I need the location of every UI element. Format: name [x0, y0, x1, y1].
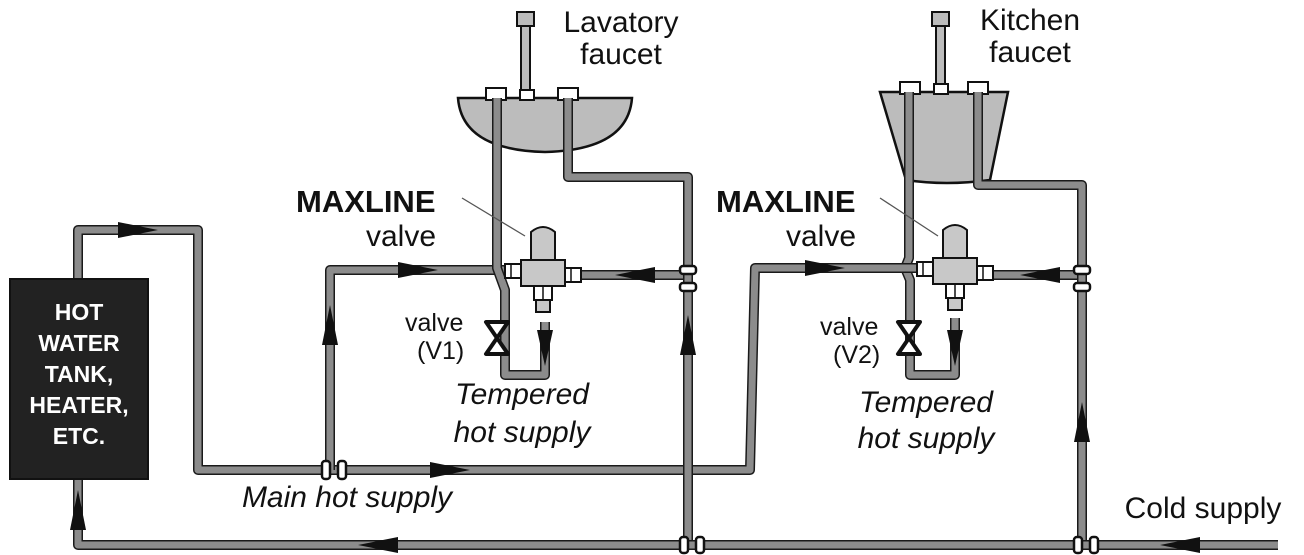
- hot-water-tank: HOT WATER TANK, HEATER, ETC.: [9, 278, 149, 480]
- arrow-right-icon: [430, 462, 470, 478]
- isolation-valve-v2-icon: [896, 320, 922, 356]
- arrow-up-icon: [322, 305, 338, 345]
- tempered-supply-label-1-line-1: Tempered: [455, 378, 590, 411]
- pipe-network: [73, 92, 1278, 550]
- arrow-up-icon: [680, 315, 696, 355]
- kitchen-spout: [935, 19, 946, 95]
- lavatory-sink-bowl: [456, 96, 634, 154]
- arrow-right-icon: [805, 260, 845, 276]
- maxline-mixing-valve-2: [916, 224, 994, 311]
- arrow-left-icon: [1020, 267, 1060, 283]
- lavatory-faucet-label-line-1: Lavatory: [563, 6, 678, 39]
- arrow-up-icon: [1074, 402, 1090, 442]
- isolation-valve-v1-icon: [484, 320, 510, 356]
- tempered-supply-label-2-line-2: hot supply: [858, 422, 997, 455]
- kitchen-sink-bowl: [878, 90, 1010, 185]
- pipe-unions: [320, 264, 1100, 555]
- tempered-supply-label-1-line-2: hot supply: [454, 416, 593, 449]
- valve-v2-label-line-1: valve: [820, 313, 878, 341]
- valve-v2-label-line-2: (V2): [833, 341, 880, 369]
- tank-label-line-5: ETC.: [53, 423, 105, 449]
- union-lav-cold-tee: [678, 264, 698, 276]
- tank-label-line-2: WATER: [38, 330, 120, 356]
- arrow-right-icon: [398, 262, 438, 278]
- arrow-left-icon: [615, 267, 655, 283]
- arrow-up-icon: [70, 490, 86, 530]
- lavatory-spout: [520, 19, 531, 97]
- leader-line-valve-2: [879, 197, 939, 237]
- cold-supply-label: Cold supply: [1125, 492, 1282, 525]
- valve-v1-label-line-1: valve: [405, 309, 463, 337]
- tank-label-line-3: TANK,: [45, 361, 114, 387]
- leader-line-valve-1: [461, 197, 526, 237]
- maxline-brand-label-1: MAXLINE: [296, 184, 436, 219]
- kitchen-faucet-label-line-1: Kitchen: [980, 4, 1080, 37]
- union-kitchen-cold-tee: [1072, 264, 1092, 276]
- maxline-valve-label-2: valve: [786, 220, 856, 253]
- maxline-brand-label-2: MAXLINE: [716, 184, 856, 219]
- lavatory-faucet-label-line-2: faucet: [580, 38, 662, 71]
- flow-arrows: [70, 222, 1200, 553]
- arrow-left-icon: [358, 537, 398, 553]
- tank-label-line-4: HEATER,: [29, 392, 128, 418]
- kitchen-faucet-label-line-2: faucet: [989, 36, 1071, 69]
- union-main-hot-tee: [320, 459, 332, 481]
- maxline-mixing-valve-1: [504, 226, 582, 313]
- maxline-valve-label-1: valve: [366, 220, 436, 253]
- arrow-down-icon: [537, 330, 553, 366]
- main-hot-supply-label: Main hot supply: [242, 481, 454, 514]
- arrow-left-icon: [1160, 537, 1200, 553]
- arrow-down-icon: [947, 330, 963, 366]
- arrow-right-icon: [118, 222, 158, 238]
- tempered-supply-label-2-line-1: Tempered: [859, 386, 994, 419]
- tank-label-line-1: HOT: [55, 299, 104, 325]
- valve-v1-label-line-2: (V1): [417, 337, 464, 365]
